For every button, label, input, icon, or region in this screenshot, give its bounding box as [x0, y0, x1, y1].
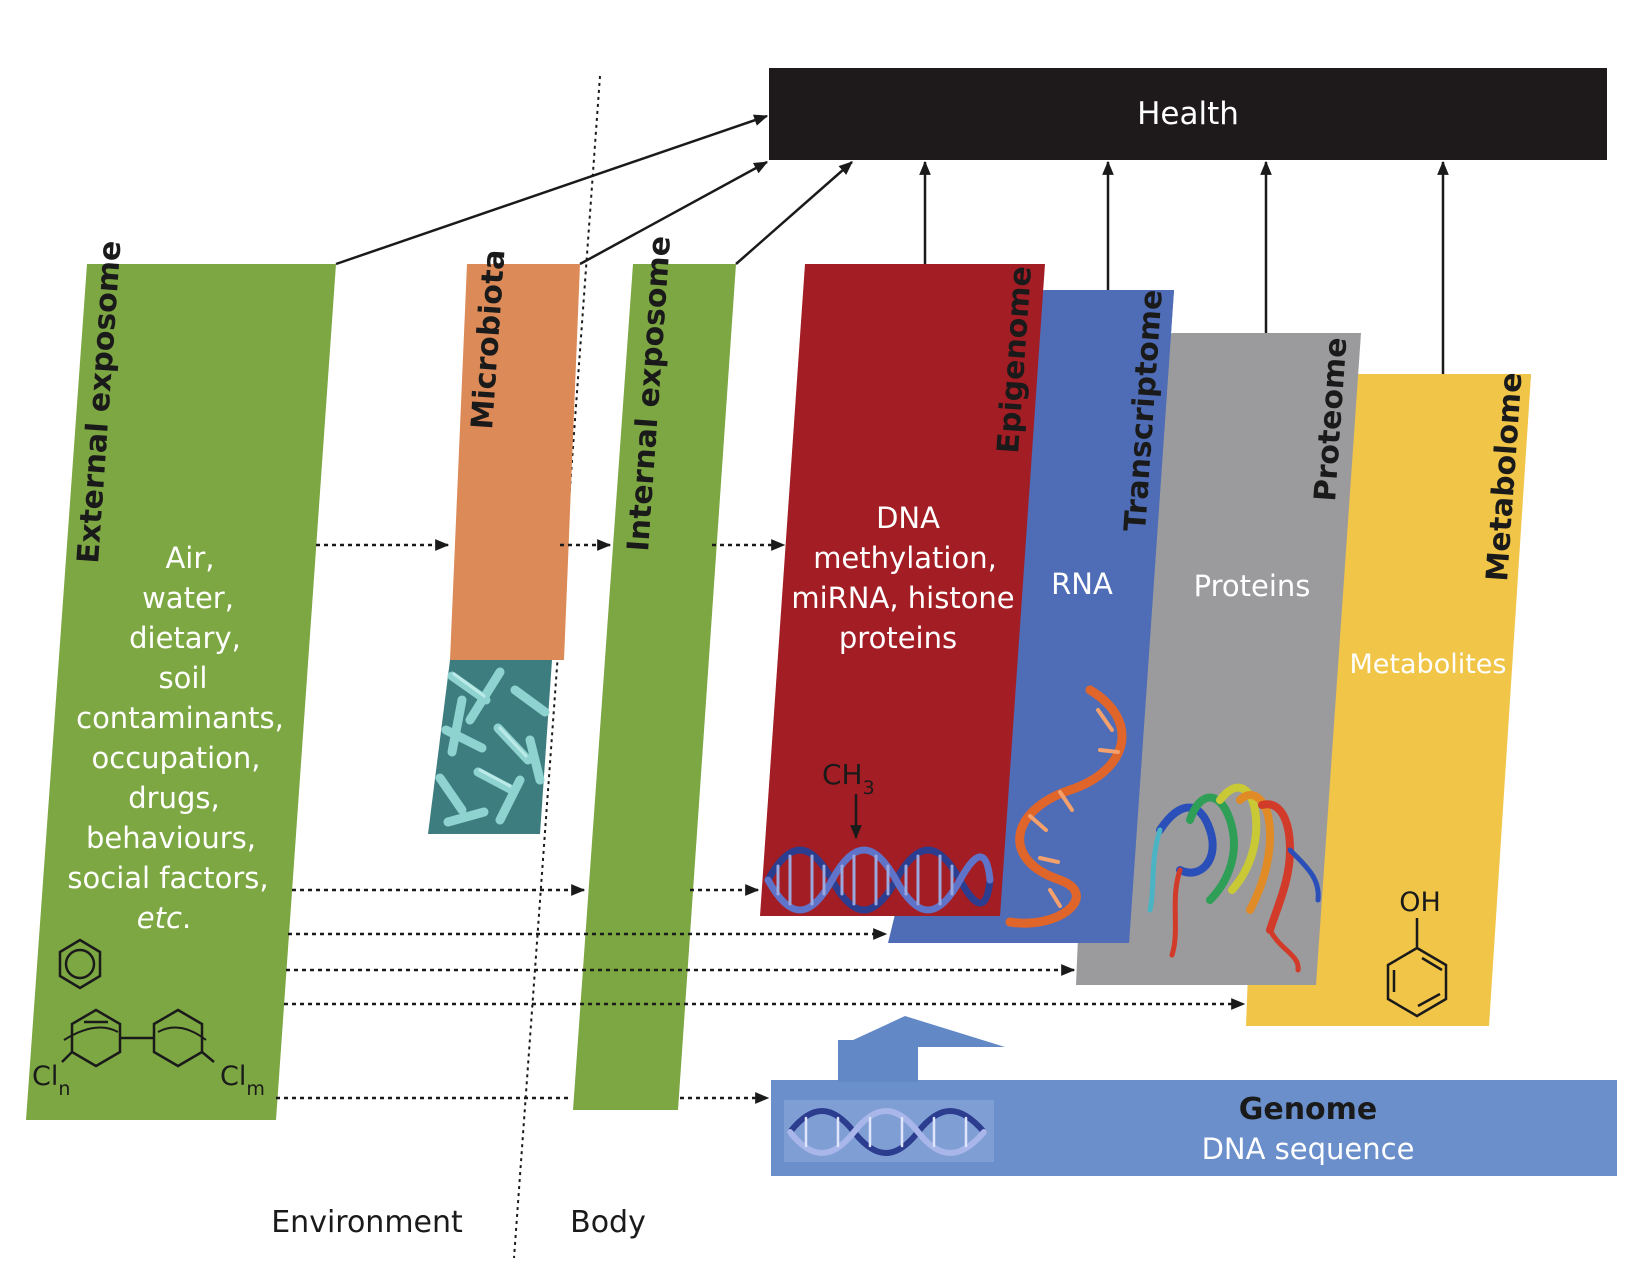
external-line: occupation,: [92, 741, 261, 775]
epigenome-line: miRNA, histone: [791, 581, 1014, 615]
cl-n-label: Cln: [32, 1061, 70, 1100]
epigenome-line: DNA: [876, 501, 940, 535]
arrow-internal-to-health: [735, 161, 853, 265]
external-line: Air,: [165, 541, 214, 575]
external-line: drugs,: [128, 781, 219, 815]
genome-title: Genome: [1239, 1092, 1378, 1127]
hydroxyl-label: OH: [1399, 887, 1441, 918]
environment-body-divider: [513, 75, 601, 1259]
external-line: contaminants,: [76, 701, 284, 735]
protein-structure-icon: [1147, 783, 1321, 973]
genome-up-arrow-stem: [838, 1040, 918, 1082]
microbiota-panel: [450, 264, 580, 660]
arrow-external-to-health: [335, 114, 769, 266]
epigenome-text: DNA methylation, miRNA, histone proteins: [791, 501, 1014, 655]
rna-helix-icon: [1005, 685, 1127, 928]
proteins-label: Proteins: [1194, 569, 1311, 603]
dna-helix-icon: [764, 846, 994, 914]
external-line: water,: [142, 581, 234, 615]
phenol-icon: [1386, 918, 1448, 1018]
arrow-microbiota-to-health: [579, 160, 769, 266]
external-line: social factors,: [67, 861, 268, 895]
metabolome-panel-top: [1355, 374, 1531, 480]
epigenome-line: proteins: [839, 621, 957, 655]
external-line: soil: [159, 661, 208, 695]
internal-exposome-panel: [573, 264, 736, 1110]
epigenome-line: methylation,: [813, 541, 997, 575]
exposure-arrows: [276, 539, 1246, 1104]
health-arrows: [335, 114, 1449, 374]
health-bar: [769, 68, 1607, 160]
metabolites-label: Metabolites: [1350, 649, 1507, 680]
cl-m-label: Clm: [220, 1061, 265, 1100]
genome-subtitle: DNA sequence: [1202, 1132, 1415, 1166]
external-line-etc: etc.: [137, 901, 191, 935]
external-line: dietary,: [129, 621, 241, 655]
rna-label: RNA: [1051, 567, 1113, 601]
biphenyl-icon: [61, 1008, 215, 1068]
external-exposome-text: Air, water, dietary, soil contaminants, …: [67, 541, 283, 935]
environment-label: Environment: [271, 1205, 463, 1240]
bacteria-microscopy-icon: [428, 660, 552, 834]
methyl-group-label: CH3: [822, 758, 875, 799]
benzene-icon: [58, 938, 102, 990]
body-label: Body: [570, 1205, 646, 1240]
health-label: Health: [1137, 96, 1239, 132]
genome-dna-helix-icon: [784, 1100, 994, 1162]
external-line: behaviours,: [86, 821, 256, 855]
external-exposome-panel: [26, 264, 336, 1120]
epigenome-panel: [760, 264, 1045, 916]
